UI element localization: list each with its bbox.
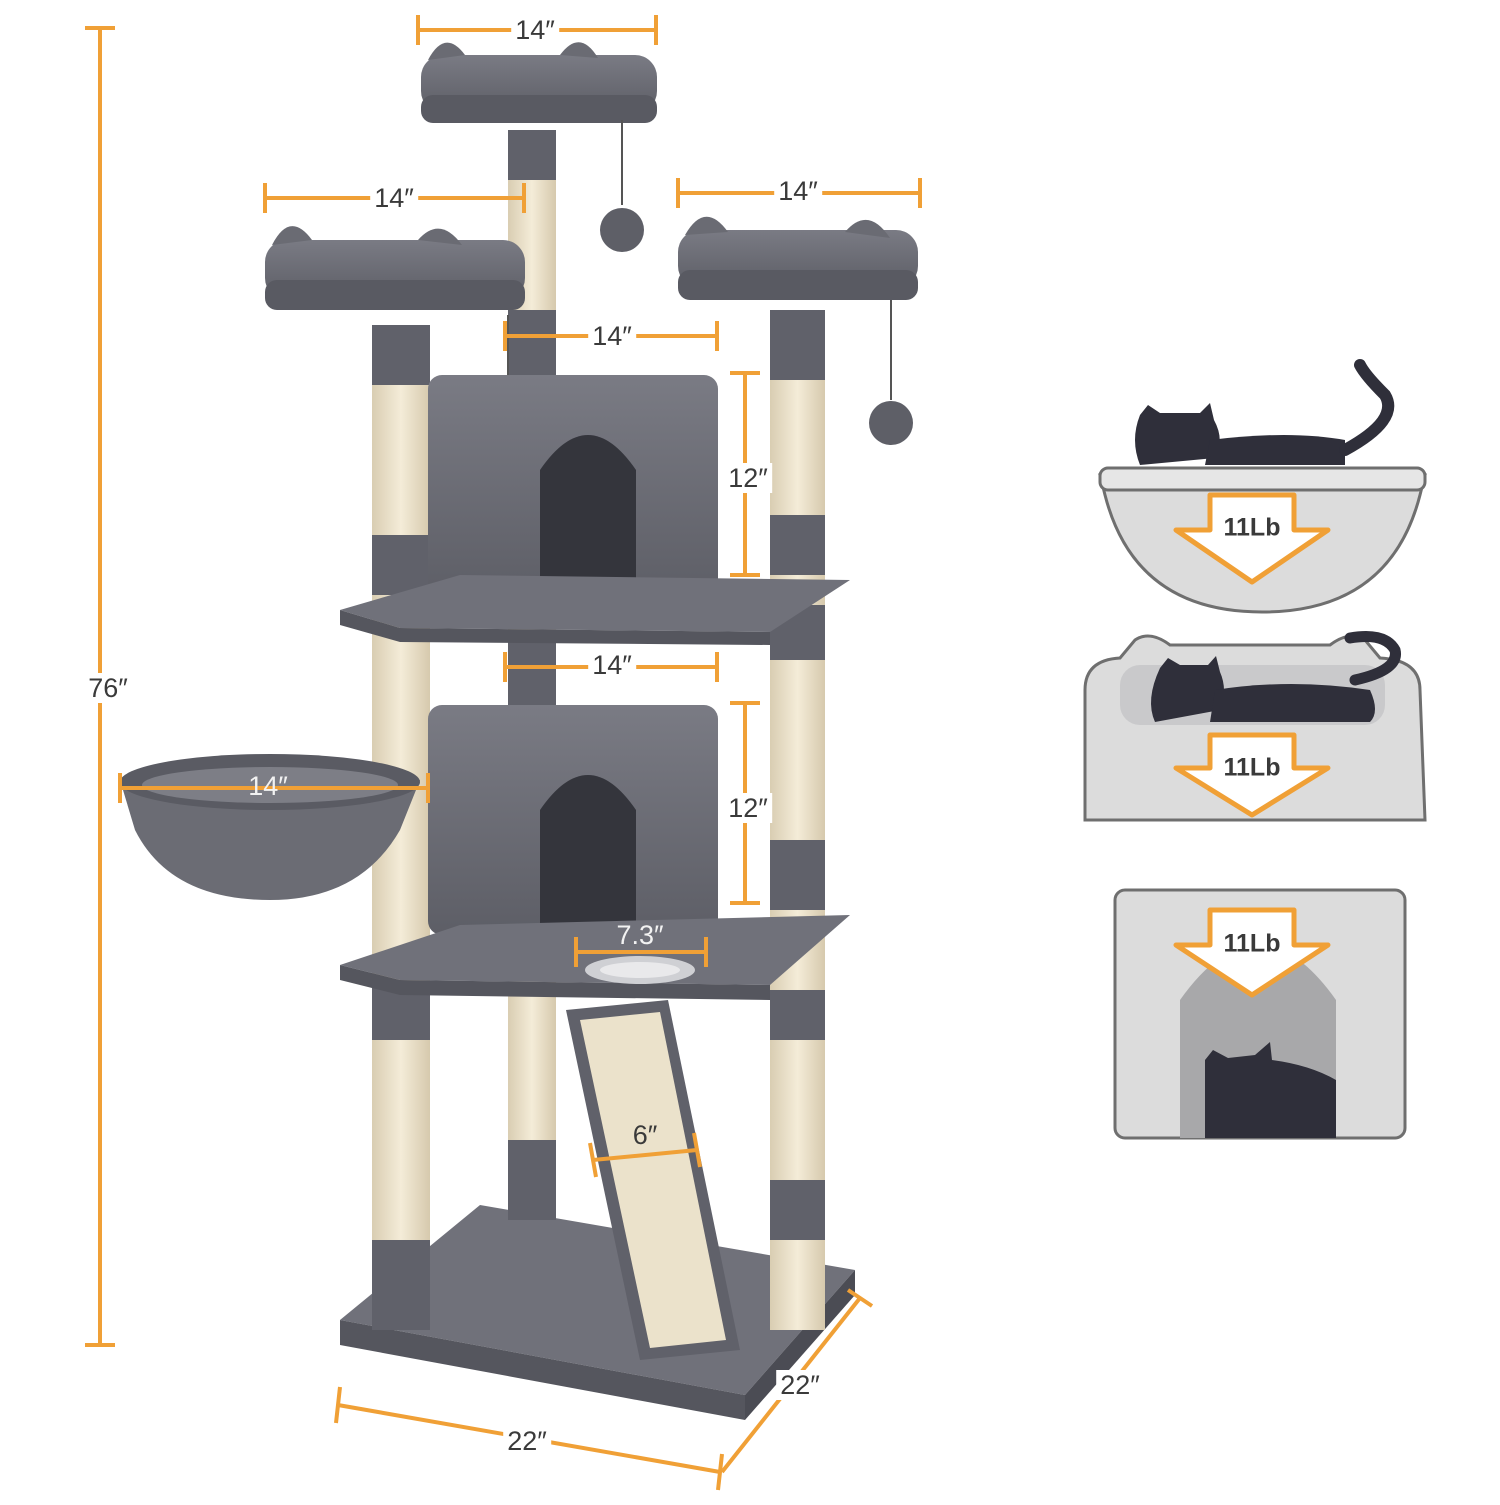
load-panel-bed <box>1083 631 1427 822</box>
upper-condo-height-label: 12″ <box>724 463 772 493</box>
load-arrow-icon <box>1173 492 1331 585</box>
ramp-width-label: 6″ <box>632 1120 658 1150</box>
scratching-ramp <box>566 1000 740 1360</box>
load-panel-perch <box>1098 359 1427 614</box>
lower-condo-height-label: 12″ <box>724 793 772 823</box>
lower-condo <box>340 705 850 1000</box>
load-panel-1-label: 11Lb <box>1223 513 1281 542</box>
hanging-basket <box>120 754 420 900</box>
base-width-label: 22″ <box>503 1426 551 1456</box>
upper-condo-width-label: 14″ <box>588 321 636 351</box>
base-depth-label: 22″ <box>776 1370 824 1400</box>
left-perch <box>265 226 530 462</box>
bowl-width-label: 7.3″ <box>616 920 664 950</box>
load-panel-3-label: 11Lb <box>1223 929 1281 958</box>
basket-width-label: 14″ <box>248 771 288 801</box>
load-arrow-icon <box>1173 732 1331 818</box>
top-perch-width-label: 14″ <box>511 15 559 45</box>
load-panel-2-label: 11Lb <box>1223 753 1281 782</box>
right-perch <box>678 216 918 445</box>
lower-condo-width-label: 14″ <box>588 650 636 680</box>
right-perch-width-label: 14″ <box>774 176 822 206</box>
cat-in-bed-icon <box>1151 631 1401 722</box>
left-perch-width-label: 14″ <box>370 183 418 213</box>
sisal-posts <box>372 130 825 1330</box>
load-arrow-icon <box>1173 907 1331 998</box>
load-panel-condo <box>1113 888 1407 1140</box>
top-perch <box>421 42 657 252</box>
cat-in-condo-icon <box>1205 1042 1336 1138</box>
total-height-label: 76″ <box>84 673 132 703</box>
upper-condo <box>340 375 850 645</box>
cat-on-perch-icon <box>1135 359 1395 465</box>
